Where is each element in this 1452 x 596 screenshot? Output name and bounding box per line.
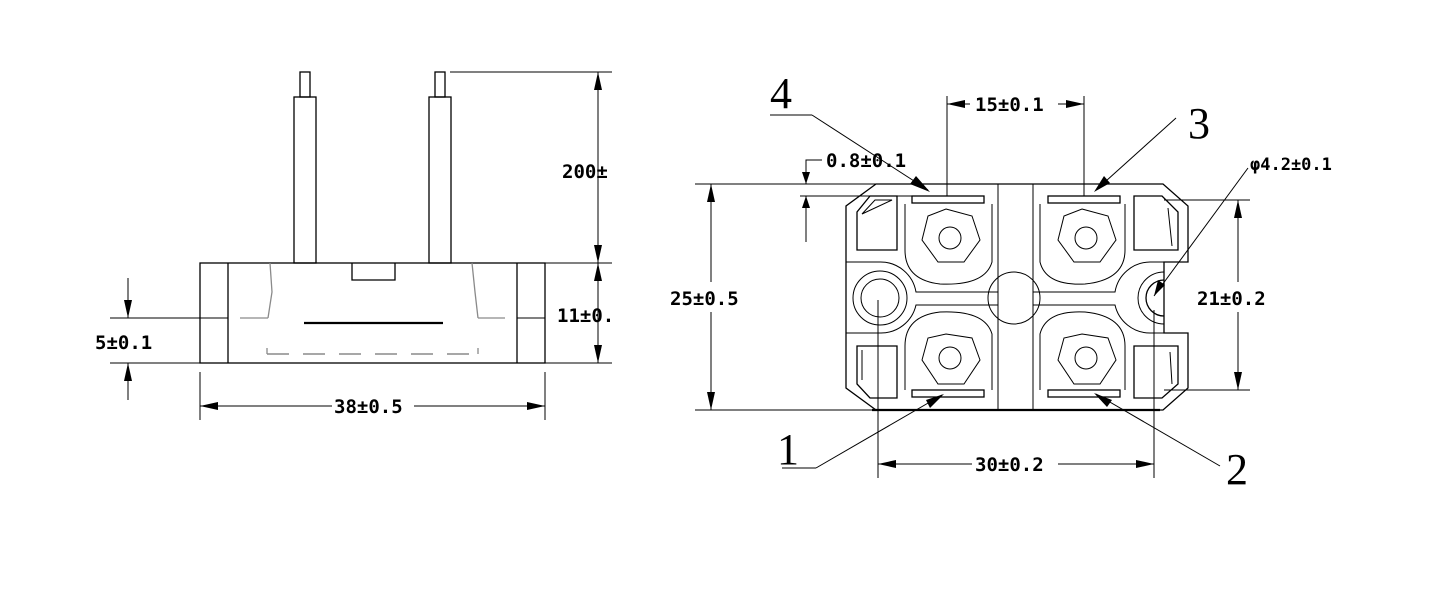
- terminal-nut-1: [921, 333, 981, 385]
- pin-label-2: 2: [1226, 445, 1248, 494]
- terminal-nut-4: [921, 208, 981, 263]
- body-height-dim-label: 11±0.: [557, 305, 614, 327]
- mounting-hole-left: [860, 278, 900, 318]
- mounting-hole-right: [1145, 279, 1165, 317]
- center-hole: [987, 271, 1041, 325]
- side-body: [199, 262, 546, 364]
- terminal-nut-2: [1057, 333, 1117, 385]
- lead-left: [293, 96, 317, 264]
- pin-label-3: 3: [1188, 99, 1210, 148]
- hole-spacing-v-dim-label: 21±0.2: [1197, 288, 1266, 310]
- height-dim-label: 200±: [562, 161, 608, 183]
- pin-label-4: 4: [770, 69, 792, 118]
- tab-height-dim-label: 5±0.1: [95, 332, 152, 354]
- hole-spacing-h-dim-label: 30±0.2: [975, 454, 1044, 476]
- tab-thickness-dim-label: 0.8±0.1: [826, 150, 906, 172]
- width-dim-label: 38±0.5: [334, 396, 403, 418]
- hole-diameter-label: φ4.2±0.1: [1250, 155, 1332, 175]
- pin-label-1: 1: [777, 425, 799, 474]
- top-view: 15±0.1 0.8±0.1 25±0.5 21±0.2 30±0.2: [670, 69, 1332, 494]
- lead-right: [428, 96, 452, 264]
- pin-pitch-dim-label: 15±0.1: [975, 94, 1044, 116]
- side-view: 200± 11±0. 5±0.1 38±0.5: [95, 71, 614, 420]
- top-body: [845, 183, 1189, 411]
- terminal-nut-3: [1057, 208, 1117, 263]
- height-dim-label-top: 25±0.5: [670, 288, 739, 310]
